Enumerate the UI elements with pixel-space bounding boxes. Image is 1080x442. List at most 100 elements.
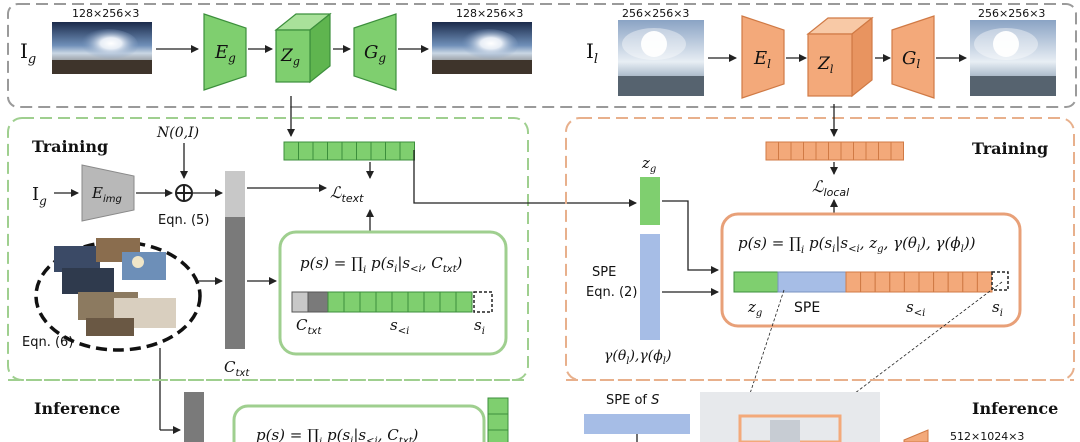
local-input-dims: 256×256×3 xyxy=(622,7,689,20)
seq-prev-cell xyxy=(359,291,377,313)
left-sequence-bar xyxy=(291,291,493,313)
ctxt-column-bottom xyxy=(225,217,245,349)
seq-prev-right-cell xyxy=(933,271,949,293)
local-token-cell xyxy=(890,141,904,161)
seq-prev-right-cell xyxy=(962,271,978,293)
seq-cur-right-label: si xyxy=(992,298,1003,319)
arrow-zg-to-transformer xyxy=(662,200,719,274)
seq-prev-cell xyxy=(455,291,473,313)
seq-prev-right-cell xyxy=(976,271,993,293)
seq-zg-cell xyxy=(733,271,779,293)
seq-ctxt-cell xyxy=(291,291,309,313)
image-encoder-label: Eimg xyxy=(91,184,122,205)
spe-eqn-label: Eqn. (2) xyxy=(586,285,637,300)
seq-spe-cell xyxy=(777,271,847,293)
loss-local: ℒlocal xyxy=(812,177,849,199)
seq-ctxt-cell xyxy=(307,291,329,313)
seq-spe-label: SPE xyxy=(794,300,820,316)
local-decoder-block xyxy=(891,15,935,99)
local-image-output xyxy=(970,20,1056,96)
global-token-cell xyxy=(312,141,328,161)
arrow-tokens-to-zg-right xyxy=(413,150,637,207)
zoom-line-right xyxy=(821,281,1003,419)
global-panorama-input xyxy=(52,22,152,74)
inference-ctxt-column xyxy=(184,392,204,442)
local-encoder-label: El xyxy=(753,48,771,71)
global-decoder-block xyxy=(353,13,397,91)
seq-prev-cell xyxy=(423,291,441,313)
sum-operator xyxy=(175,184,193,202)
seq-prev-right-cell xyxy=(903,271,920,293)
seq-prev-cell xyxy=(439,291,457,313)
seq-prev-cell xyxy=(407,291,425,313)
inference-token-cell xyxy=(487,397,509,415)
global-input-label: Ig xyxy=(20,39,36,67)
local-token-sequence xyxy=(765,141,904,161)
local-token-cell xyxy=(878,141,892,161)
local-token-cell xyxy=(865,141,879,161)
seq-prev-cell xyxy=(327,291,345,313)
spe-label: SPE xyxy=(592,265,616,280)
seq-prev-right-cell xyxy=(860,271,876,293)
global-token-cell xyxy=(327,141,343,161)
seq-zg-label: zg xyxy=(747,298,762,319)
global-token-cell xyxy=(399,141,415,161)
right-transformer-box xyxy=(720,212,1022,328)
global-token-cell xyxy=(370,141,386,161)
global-encoder-block xyxy=(203,13,247,91)
gamma-label: γ(θl),γ(ϕl) xyxy=(604,348,671,367)
seq-prev-right-cell xyxy=(918,271,935,293)
local-output-dims: 256×256×3 xyxy=(978,7,1045,20)
local-token-cell xyxy=(815,141,829,161)
zg-column xyxy=(640,177,660,225)
left-inference-transformer-box xyxy=(232,404,486,442)
seq-prev-cell xyxy=(391,291,409,313)
global-token-cell xyxy=(385,141,401,161)
ctxt-column-top xyxy=(225,171,245,217)
seq-cur-cell xyxy=(473,291,493,313)
eqn6-label: Eqn. (6) xyxy=(22,335,73,350)
global-encoder-label: Eg xyxy=(214,42,236,65)
seq-prev-right-cell xyxy=(889,271,905,293)
right-inference-title: Inference xyxy=(972,399,1058,418)
loss-text: ℒtext xyxy=(330,183,364,205)
seq-ctxt-label: Ctxt xyxy=(296,316,322,337)
global-token-sequence xyxy=(283,141,415,161)
global-latent-cube xyxy=(274,12,332,84)
seq-prev-cell xyxy=(375,291,393,313)
local-latent-cube xyxy=(806,16,874,98)
local-decoder-label: Gl xyxy=(902,48,920,71)
local-image-input xyxy=(618,20,704,96)
global-latent-label: Zg xyxy=(280,46,300,68)
local-encoder-block xyxy=(741,15,785,99)
seq-prev-right-cell xyxy=(947,271,964,293)
right-formula: p(s) = ∏i p(si|s<i, zg, γ(θl), γ(ϕl)) xyxy=(738,234,976,256)
global-token-cell xyxy=(356,141,372,161)
inference-token-cell xyxy=(487,429,509,442)
global-token-cell xyxy=(283,141,299,161)
spe-of-s-label: SPE of S xyxy=(606,393,659,408)
local-token-cell xyxy=(803,141,817,161)
local-latent-label: Zl xyxy=(817,54,834,76)
local-input-label: Il xyxy=(586,39,598,67)
local-token-cell xyxy=(840,141,854,161)
inference-spe-bar xyxy=(584,414,690,434)
seq-cur-right-cell xyxy=(991,271,1009,291)
inference-token-column xyxy=(487,397,509,442)
zg-label: zg xyxy=(641,154,656,175)
local-token-cell xyxy=(790,141,804,161)
global-token-cell xyxy=(341,141,357,161)
global-output-dims: 128×256×3 xyxy=(456,7,523,20)
example-image-collage xyxy=(54,238,176,336)
eqn5-label: Eqn. (5) xyxy=(158,213,209,228)
left-inference-title: Inference xyxy=(34,399,120,418)
global-input-dims: 128×256×3 xyxy=(72,7,139,20)
train-input-label: Ig xyxy=(32,184,47,208)
inference-token-cell xyxy=(487,413,509,431)
left-inference-formula: p(s) = ∏i p(si|s<i, Ctxt) xyxy=(256,426,419,442)
local-token-cell xyxy=(853,141,867,161)
local-token-cell xyxy=(828,141,842,161)
top-autoencoder-frame xyxy=(7,3,1077,108)
local-token-cell xyxy=(765,141,779,161)
